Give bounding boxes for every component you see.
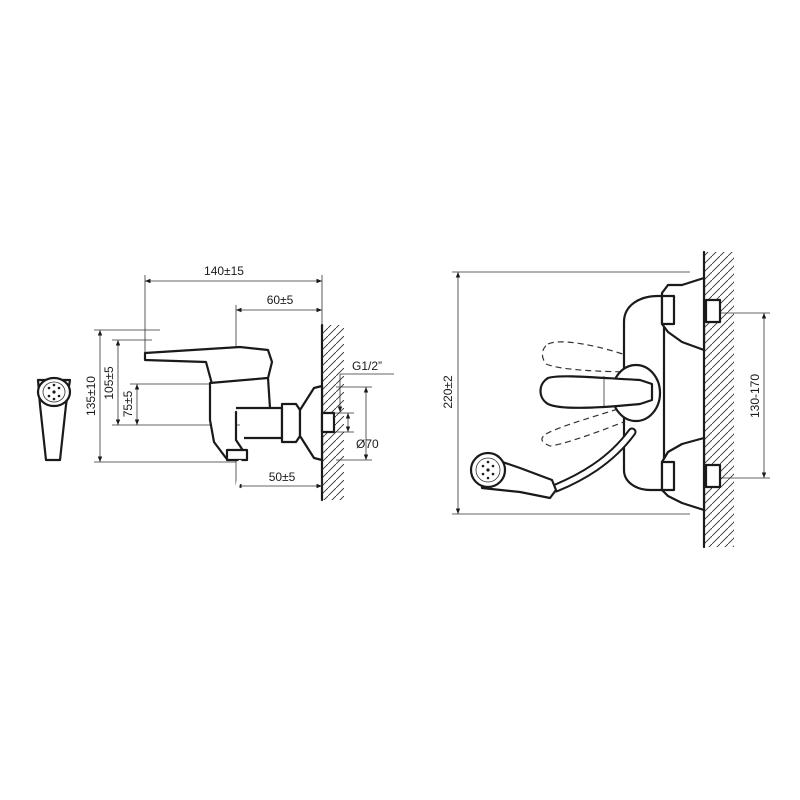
front-shower-hose	[551, 427, 637, 493]
side-width-total-label: 140±15	[204, 264, 244, 278]
side-shower-head	[36, 376, 72, 462]
front-faucet-body	[539, 276, 722, 512]
front-wall	[702, 250, 734, 549]
front-shower-head	[469, 451, 558, 500]
side-shower-hose	[42, 460, 242, 563]
side-height-mid-label: 105±5	[102, 366, 116, 400]
side-spout-offset-label: 50±5	[269, 470, 296, 484]
side-dimension-lines	[97, 278, 394, 489]
front-height-total-label: 220±2	[441, 375, 455, 409]
front-axis-spacing-label: 130-170	[748, 374, 762, 418]
front-view: 220±2 130-170	[441, 250, 770, 549]
side-view: 140±15 60±5 135±10 105±5 75±5 50±5 G1/2”…	[36, 264, 394, 563]
front-dimension-lines	[455, 272, 767, 514]
side-height-small-label: 75±5	[121, 390, 135, 417]
side-faucet-body	[143, 345, 336, 462]
front-extension-lines	[452, 271, 770, 515]
side-diameter-label: Ø70	[356, 437, 379, 451]
side-width-partial-label: 60±5	[267, 293, 294, 307]
side-thread-label: G1/2”	[352, 359, 382, 373]
side-height-total-label: 135±10	[84, 376, 98, 416]
